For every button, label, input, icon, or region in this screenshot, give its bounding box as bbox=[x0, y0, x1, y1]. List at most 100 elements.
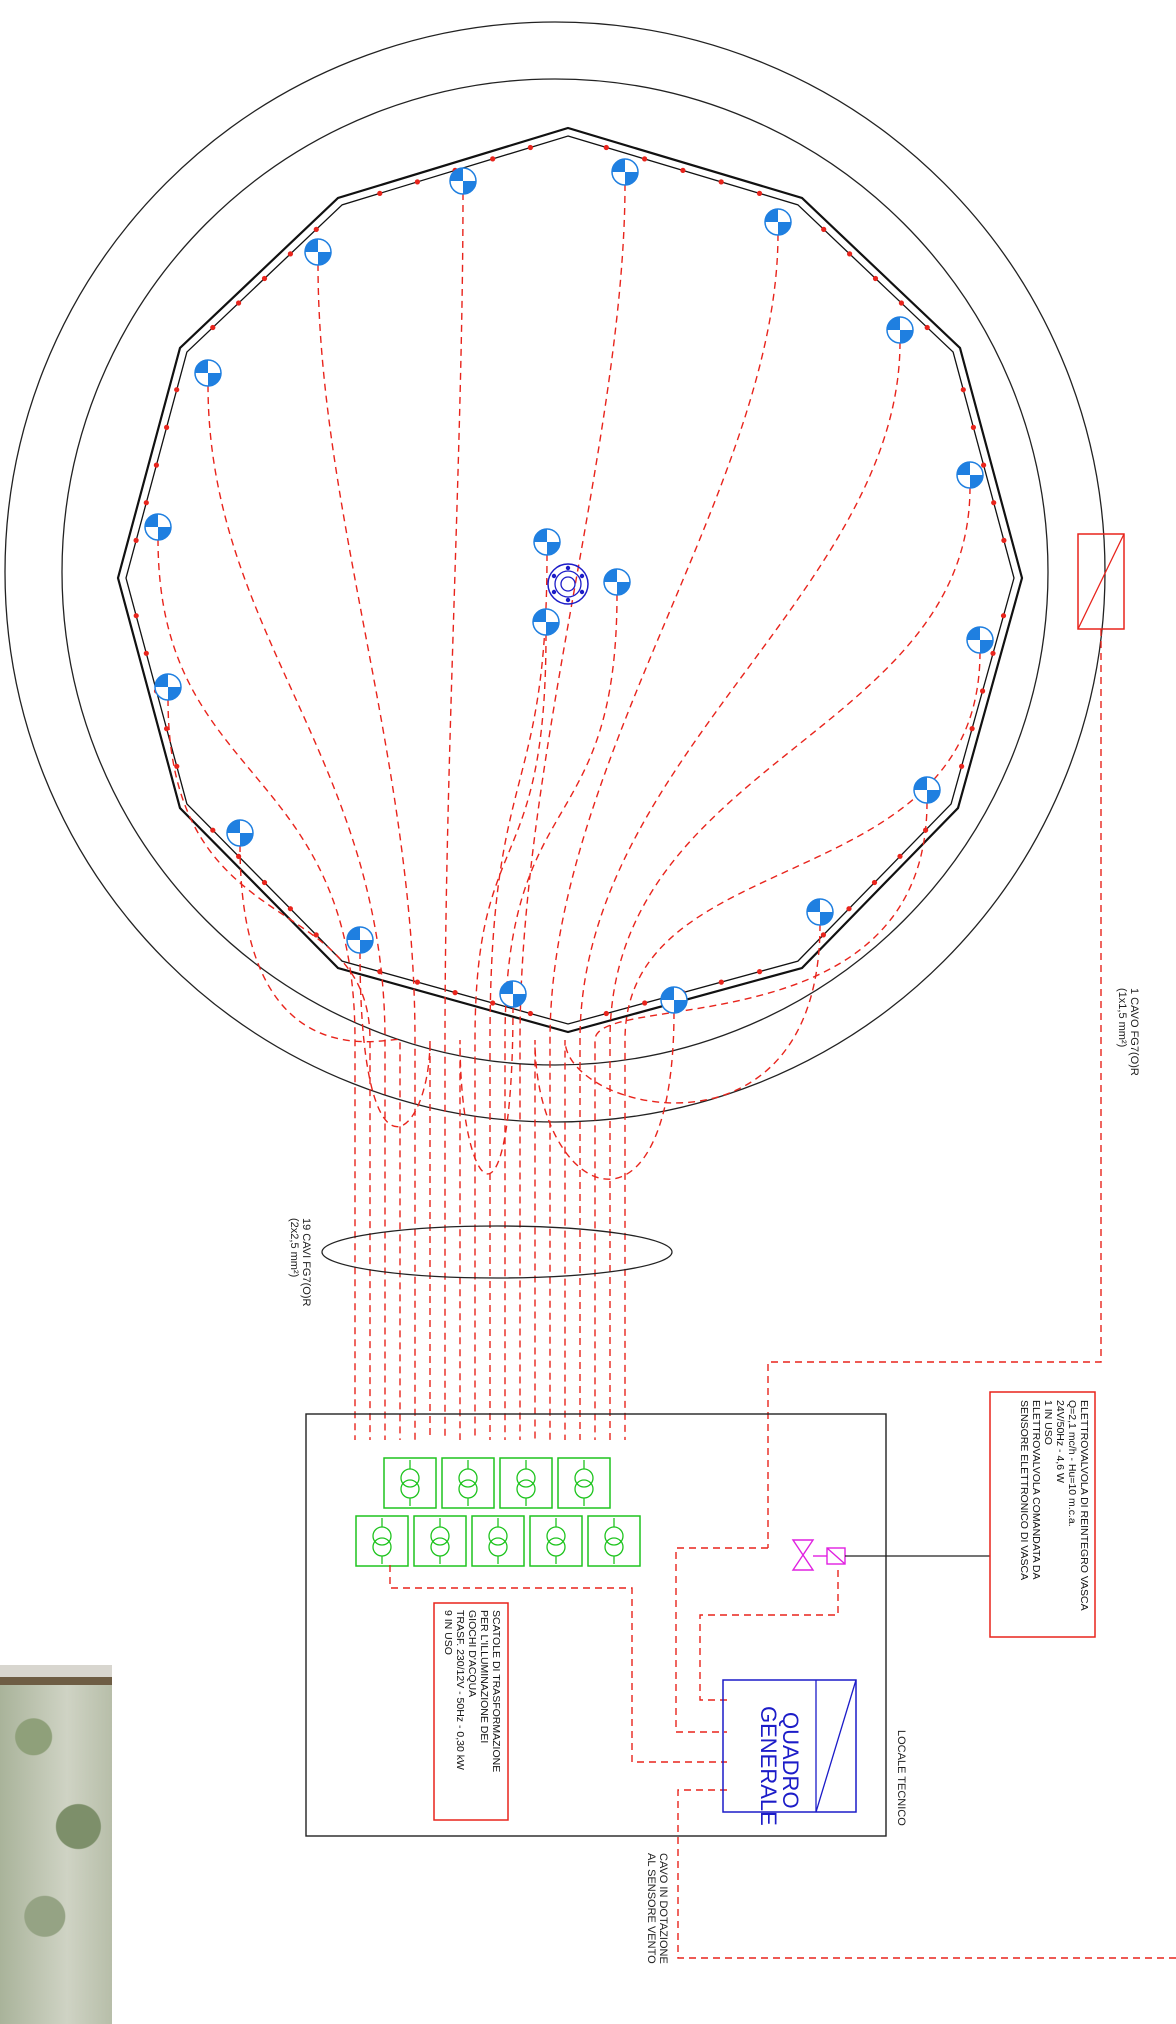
site-photo-thumbnail bbox=[0, 1665, 112, 2024]
edge-nozzle-dot bbox=[680, 167, 686, 173]
light-fixture-icon bbox=[194, 359, 222, 387]
light-fixture-icon bbox=[611, 158, 639, 186]
edge-nozzle-dot bbox=[313, 932, 319, 938]
cavo-sensore-label: CAVO IN DOTAZIONE AL SENSORE VENTO bbox=[645, 1853, 669, 1967]
edge-nozzle-dot bbox=[898, 300, 905, 306]
light-cable bbox=[207, 384, 386, 1440]
light-fixture-icon bbox=[660, 986, 688, 1014]
edge-nozzle-dot bbox=[718, 179, 724, 185]
edge-nozzle-dot bbox=[757, 969, 763, 975]
light-fixture-icon bbox=[346, 926, 374, 954]
light-fixture-icon bbox=[304, 238, 332, 266]
edge-nozzle-dot bbox=[1000, 613, 1007, 619]
light-fixtures bbox=[144, 158, 994, 1014]
light-cable bbox=[459, 1005, 514, 1440]
light-cable bbox=[157, 538, 356, 1440]
light-fixture-icon bbox=[913, 776, 941, 804]
quadro-generale: QUADRO GENERALE bbox=[722, 1679, 857, 1826]
edge-nozzle-dot bbox=[821, 226, 827, 232]
edge-nozzle-dot bbox=[210, 324, 216, 331]
edge-nozzle-dot bbox=[313, 226, 319, 232]
transformer-icon bbox=[471, 1515, 525, 1567]
edge-nozzle-dot bbox=[1001, 537, 1007, 544]
basin-outer-edge bbox=[116, 126, 1024, 1034]
sensor-cable bbox=[767, 629, 1102, 1548]
edge-nozzle-dot bbox=[236, 300, 242, 306]
edge-nozzle-dot bbox=[164, 424, 170, 430]
light-cable bbox=[534, 1011, 675, 1440]
scatole-label: SCATOLE DI TRASFORMAZIONE PER L'ILLUMINA… bbox=[442, 1610, 502, 1775]
edge-nozzle-dot bbox=[377, 190, 383, 196]
light-cable bbox=[519, 183, 626, 1440]
transformer-icon bbox=[557, 1457, 611, 1509]
edge-nozzle-dot bbox=[642, 156, 648, 162]
edge-nozzle-dot bbox=[527, 1010, 534, 1017]
svg-text:QUADRO GENERALE: QUADRO GENERALE bbox=[756, 1706, 803, 1826]
edge-nozzle-dot bbox=[287, 251, 293, 257]
single-cable-label: 1 CAVO FG7(O)R (1x1,5 mm²) bbox=[1116, 988, 1140, 1079]
light-fixture-icon bbox=[806, 898, 834, 926]
edge-nozzle-dot bbox=[970, 424, 977, 430]
light-fixture-icon bbox=[499, 980, 527, 1008]
valve-icon bbox=[791, 1539, 846, 1571]
transformer-icon bbox=[587, 1515, 641, 1567]
light-cable bbox=[317, 263, 416, 1440]
edge-nozzle-dot bbox=[414, 179, 420, 185]
cable-routes bbox=[157, 183, 981, 1440]
edge-nozzle-dot bbox=[261, 275, 268, 282]
edge-nozzle-dot bbox=[872, 275, 879, 282]
wind-sensor-box bbox=[1077, 533, 1125, 630]
edge-nozzle-dot bbox=[980, 688, 986, 694]
light-fixture-icon bbox=[886, 316, 914, 344]
light-cable bbox=[549, 233, 779, 1440]
edge-nozzle-dot bbox=[261, 879, 268, 886]
edge-nozzle-dot bbox=[820, 932, 827, 938]
edge-nozzle-dot bbox=[174, 387, 180, 393]
light-cable bbox=[594, 801, 928, 1440]
light-cable bbox=[444, 192, 464, 1440]
edge-nozzle-dot bbox=[981, 462, 987, 468]
edge-nozzle-dot bbox=[490, 156, 496, 162]
edge-nozzle-dot bbox=[153, 462, 159, 468]
transformer-icon bbox=[413, 1515, 467, 1567]
inner-ring bbox=[61, 78, 1049, 1066]
outer-ring bbox=[4, 21, 1106, 1123]
light-cable bbox=[239, 844, 401, 1440]
edge-nozzle-dot bbox=[959, 763, 965, 769]
edge-nozzle-dot bbox=[164, 726, 170, 732]
nozzle-icon bbox=[547, 563, 589, 605]
edge-nozzle-dot bbox=[991, 500, 997, 506]
edge-nozzle-dot bbox=[527, 144, 534, 151]
light-fixture-icon bbox=[144, 513, 172, 541]
edge-nozzle-dot bbox=[210, 827, 216, 833]
locale-tecnico-room bbox=[305, 1413, 887, 1837]
edge-nozzle-dot bbox=[452, 990, 458, 996]
edge-nozzle-dot bbox=[133, 613, 139, 619]
edge-nozzle-dot bbox=[756, 190, 763, 196]
edge-nozzle-dot bbox=[287, 906, 293, 912]
light-cable bbox=[474, 633, 547, 1440]
light-fixture-icon bbox=[603, 568, 631, 596]
transformer-icon bbox=[499, 1457, 553, 1509]
light-cable bbox=[609, 486, 971, 1440]
light-fixture-icon bbox=[533, 528, 561, 556]
edge-nozzle-dot bbox=[969, 726, 975, 732]
light-cable bbox=[489, 553, 548, 1440]
cable-bundle-ellipse bbox=[321, 1225, 673, 1279]
basin-inner-edge bbox=[125, 135, 1015, 1025]
locale-tecnico-label: LOCALE TECNICO bbox=[895, 1730, 907, 1826]
light-cable bbox=[167, 698, 371, 1440]
transformer-icon bbox=[355, 1515, 409, 1567]
edge-nozzle-dot bbox=[846, 906, 852, 912]
basin-edge bbox=[116, 126, 1024, 1034]
elettrovalvola-label: ELETTROVALVOLA DI REINTEGRO VASCA Q=2,1 … bbox=[1018, 1400, 1090, 1613]
elettrovalvola-label-box bbox=[989, 1391, 1096, 1638]
light-cable bbox=[504, 593, 618, 1440]
light-cable bbox=[579, 341, 901, 1440]
light-cable bbox=[564, 923, 821, 1440]
edge-nozzle-dot bbox=[490, 1000, 496, 1006]
edge-nozzle-dot bbox=[924, 324, 930, 331]
light-fixture-icon bbox=[154, 673, 182, 701]
edge-nozzle-dot bbox=[847, 251, 853, 257]
